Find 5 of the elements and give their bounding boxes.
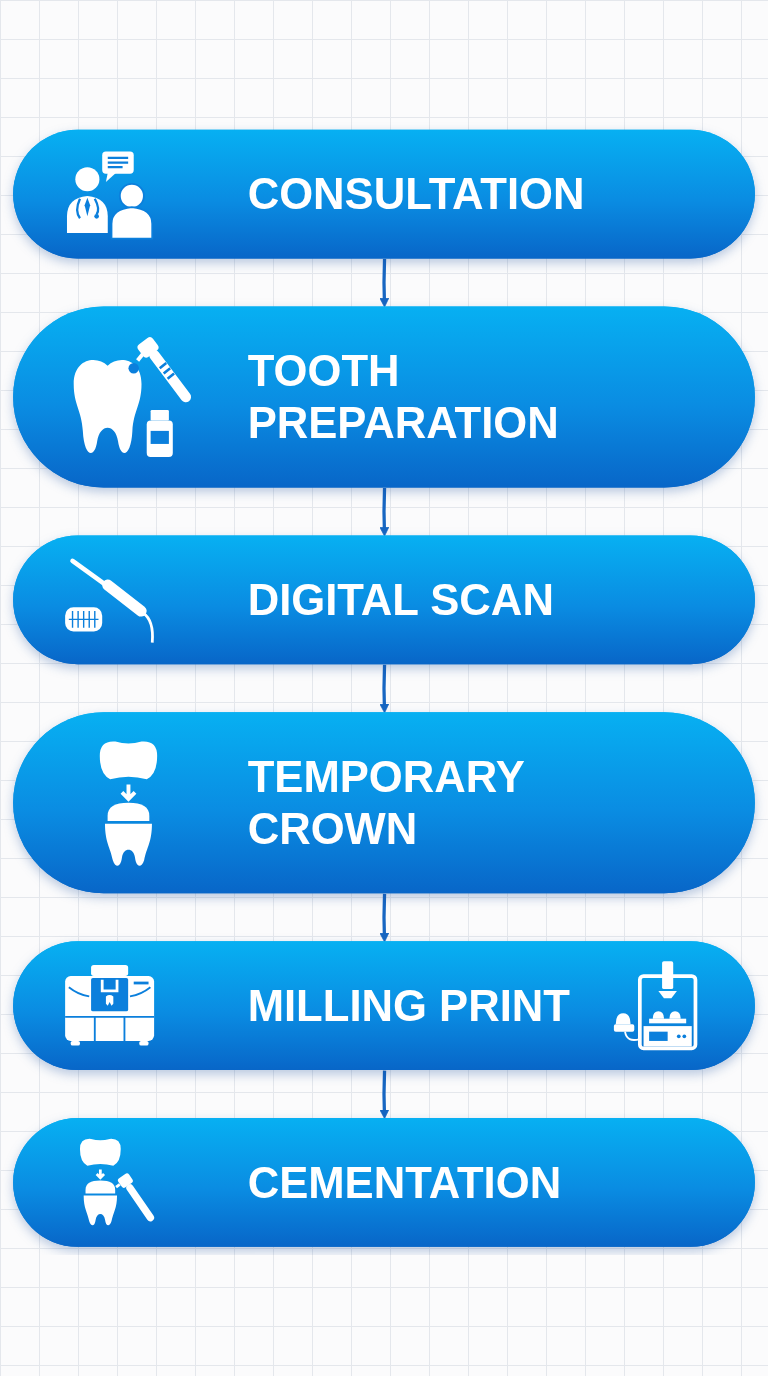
arrow — [379, 893, 390, 943]
arrow — [379, 1070, 390, 1119]
arrow — [379, 258, 390, 308]
arrow — [379, 664, 390, 713]
arrow — [379, 487, 390, 537]
